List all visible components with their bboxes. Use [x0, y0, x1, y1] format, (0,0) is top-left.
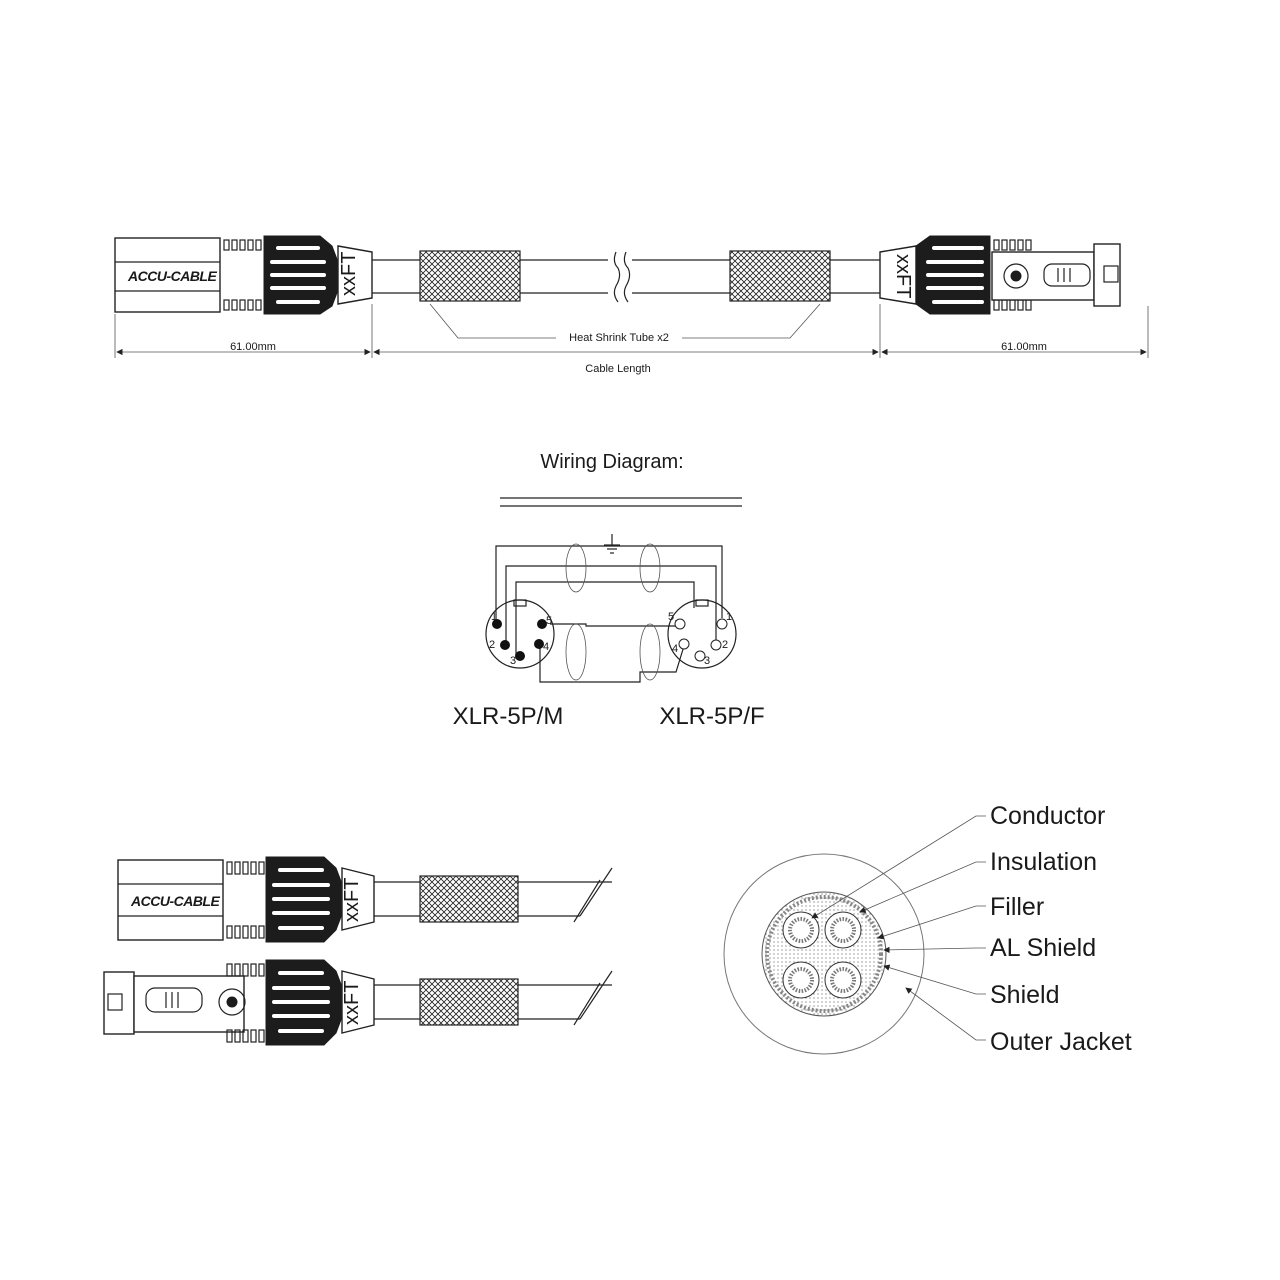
male-pin-5: [537, 619, 547, 629]
label-al-shield: AL Shield: [990, 934, 1096, 962]
male-pin-label: 2: [489, 639, 495, 651]
shield-ellipse: [565, 623, 587, 681]
dimension-lines: 61.00mm 61.00mm Cable Length: [114, 304, 1149, 375]
male-pin-3: [515, 651, 525, 661]
label-insulation: Insulation: [990, 848, 1097, 876]
female-pin-label: 5: [668, 611, 674, 623]
female-connector-closeup: xxFT: [103, 959, 613, 1046]
shield-ellipse: [639, 623, 661, 681]
heat-shrink-closeup-female: [419, 978, 519, 1026]
female-pin-4: [678, 638, 690, 650]
male-connector-top: ACCU-CABLE xxFT: [114, 235, 373, 315]
shield-ellipse: [639, 543, 661, 593]
female-pin-label: 3: [704, 655, 710, 667]
wiring-title: Wiring Diagram:: [540, 451, 683, 473]
label-shield: Shield: [990, 981, 1060, 1009]
dimension-right-label: 61.00mm: [1001, 341, 1047, 353]
female-pin-2: [710, 639, 722, 651]
dimension-left-label: 61.00mm: [230, 341, 276, 353]
label-outer-jacket: Outer Jacket: [990, 1028, 1132, 1056]
female-pin-face: 1 2 3 4 5: [667, 599, 737, 669]
female-pin-5: [674, 618, 686, 630]
brand-logo-top: ACCU-CABLE: [127, 268, 217, 284]
male-pin-face: 1 2 3 4 5: [485, 599, 555, 669]
female-pin-label: 2: [722, 639, 728, 651]
female-pin-1: [716, 618, 728, 630]
male-pin-label: 1: [491, 611, 497, 623]
heat-shrink-label: Heat Shrink Tube x2: [569, 332, 669, 344]
length-marker-left: xxFT: [338, 252, 360, 296]
male-pin-4: [534, 639, 544, 649]
al-shield: [765, 895, 883, 1013]
male-pin-label: 5: [546, 615, 552, 627]
length-marker-closeup-male: xxFT: [341, 878, 363, 922]
cable-length-label: Cable Length: [585, 363, 650, 375]
callout-labels: Conductor Insulation Filler AL Shield Sh…: [990, 802, 1132, 1056]
cable-assembly-top: ACCU-CABLE xxFT: [114, 235, 1149, 375]
female-pin-3: [694, 650, 706, 662]
label-filler: Filler: [990, 893, 1044, 921]
length-marker-right: xxFT: [892, 254, 914, 298]
callout-leaders: [811, 815, 986, 1041]
male-connector-label: XLR-5P/M: [453, 703, 564, 730]
female-connector-label: XLR-5P/F: [659, 703, 764, 730]
connector-closeups: ACCU-CABLE xxFT: [103, 856, 613, 1046]
ground-icon: [604, 534, 620, 554]
conductors: [782, 911, 862, 999]
male-pin-label: 4: [543, 641, 549, 653]
length-marker-closeup-female: xxFT: [341, 981, 363, 1025]
male-pin-label: 3: [510, 655, 516, 667]
female-connector-top: xxFT: [879, 235, 1121, 315]
wiring-diagram: Wiring Diagram: 1: [453, 451, 765, 730]
brand-logo-closeup: ACCU-CABLE: [130, 893, 220, 909]
label-conductor: Conductor: [990, 802, 1105, 830]
female-pin-label: 4: [672, 643, 678, 655]
female-pin-label: 1: [726, 611, 732, 623]
heat-shrink-closeup-male: [419, 875, 519, 923]
heat-shrink-right: [729, 250, 831, 302]
male-pin-1: [492, 619, 502, 629]
male-connector-closeup: ACCU-CABLE xxFT: [117, 856, 613, 943]
male-pin-2: [500, 640, 510, 650]
heat-shrink-left: [419, 250, 521, 302]
shield-ellipse: [565, 543, 587, 593]
cable-cross-section: Conductor Insulation Filler AL Shield Sh…: [723, 802, 1132, 1056]
